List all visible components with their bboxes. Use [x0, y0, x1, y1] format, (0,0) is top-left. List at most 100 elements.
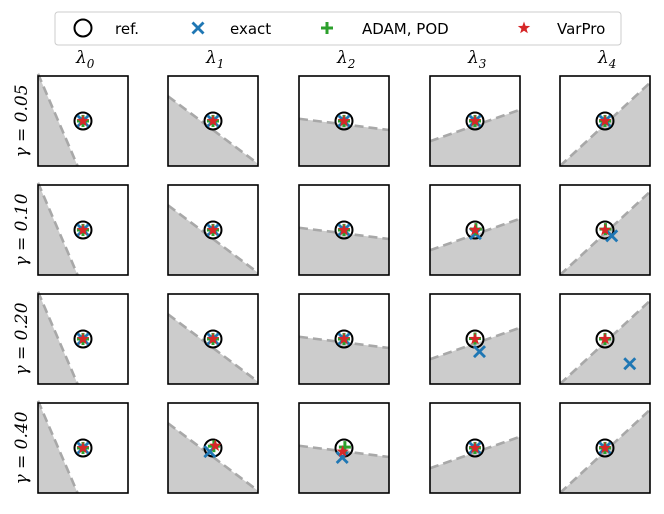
panel-frame	[37, 293, 129, 385]
shaded-region	[299, 445, 389, 493]
column-title-subscript: 0	[87, 57, 95, 71]
panel-frame	[559, 184, 651, 276]
panel-r3-c2	[298, 402, 390, 494]
point-circle	[465, 220, 485, 240]
point-star	[337, 223, 351, 236]
panel-r1-c1	[167, 184, 259, 276]
panel-r1-c2	[298, 184, 390, 276]
panel-frame	[37, 184, 129, 276]
panel-frame	[37, 75, 129, 167]
point-circle	[203, 220, 223, 240]
panel-frame	[298, 184, 390, 276]
shaded-region	[430, 218, 520, 275]
shaded-region	[299, 227, 389, 275]
column-title: λ4	[597, 48, 616, 71]
point-star	[598, 114, 612, 127]
panel-frame	[429, 402, 521, 494]
column-title: λ0	[75, 48, 95, 71]
point-star	[598, 441, 612, 454]
decision-boundary	[36, 182, 79, 276]
legend-item-x: exact	[191, 20, 271, 38]
row-label: γ = 0.05	[12, 84, 32, 157]
legend-item-plus: ADAM, POD	[321, 20, 449, 38]
panel-frame	[167, 75, 259, 167]
column-title-symbol: λ	[597, 48, 609, 68]
legend-frame	[54, 11, 622, 46]
point-star	[468, 114, 482, 127]
shaded-region	[430, 436, 520, 493]
legend-marker-circle	[73, 18, 93, 38]
legend-label: ref.	[115, 20, 139, 38]
point-star	[468, 332, 482, 345]
column-title-symbol: λ	[205, 48, 217, 68]
point-circle	[73, 220, 93, 240]
shaded-region	[299, 118, 389, 166]
point-star	[206, 223, 220, 236]
panel-r0-c4	[559, 75, 651, 167]
panel-r1-c0	[36, 182, 129, 276]
point-circle	[465, 111, 485, 131]
point-x	[473, 345, 486, 359]
panel-frame	[167, 184, 259, 276]
panel-r0-c1	[167, 75, 259, 167]
point-circle	[73, 111, 93, 131]
panel-r3-c3	[429, 402, 521, 494]
panel-frame	[429, 293, 521, 385]
legend-item-circle: ref.	[73, 18, 139, 38]
point-circle	[203, 111, 223, 131]
panel-frame	[429, 75, 521, 167]
decision-boundary	[36, 400, 79, 494]
point-x	[623, 357, 637, 371]
column-title: λ2	[336, 48, 355, 71]
point-circle	[203, 329, 223, 349]
column-title: λ3	[467, 48, 487, 71]
point-circle	[73, 329, 93, 349]
panel-r2-c4	[559, 293, 651, 385]
panel-r0-c2	[298, 75, 390, 167]
point-star	[336, 445, 349, 457]
point-circle	[73, 438, 93, 458]
point-star	[598, 332, 612, 345]
point-star	[76, 441, 90, 454]
decision-boundary	[36, 291, 79, 385]
legend-marker-star	[517, 21, 531, 34]
panel-r2-c3	[429, 293, 521, 385]
panel-frame	[167, 402, 259, 494]
column-title-symbol: λ	[467, 48, 479, 68]
point-star	[468, 441, 482, 454]
point-star	[337, 332, 351, 345]
legend-marker-x	[191, 21, 205, 35]
point-circle	[595, 438, 615, 458]
point-circle	[595, 329, 615, 349]
point-x	[335, 450, 349, 464]
column-title-subscript: 4	[608, 57, 617, 71]
shaded-region	[299, 336, 389, 384]
panel-r0-c3	[429, 75, 521, 167]
point-star	[206, 332, 220, 345]
panel-r2-c2	[298, 293, 390, 385]
row-label: γ = 0.40	[12, 411, 32, 484]
shaded-region	[430, 109, 520, 166]
point-x	[605, 229, 619, 243]
panel-frame	[559, 75, 651, 167]
column-title-symbol: λ	[336, 48, 348, 68]
point-circle	[595, 111, 615, 131]
column-title-subscript: 2	[347, 57, 356, 71]
panel-frame	[298, 402, 390, 494]
panel-r0-c0	[36, 73, 129, 167]
point-star	[76, 332, 90, 345]
row-label: γ = 0.10	[12, 193, 32, 266]
point-star	[598, 223, 612, 236]
point-circle	[334, 111, 354, 131]
point-circle	[334, 329, 354, 349]
panel-frame	[429, 184, 521, 276]
legend-label: VarPro	[557, 20, 605, 38]
point-circle	[334, 220, 354, 240]
column-title-subscript: 3	[479, 57, 487, 71]
column-title-symbol: λ	[75, 48, 87, 68]
panel-r2-c0	[36, 291, 129, 385]
point-star	[337, 114, 351, 127]
panel-r3-c0	[36, 400, 129, 494]
legend-label: exact	[230, 20, 271, 38]
